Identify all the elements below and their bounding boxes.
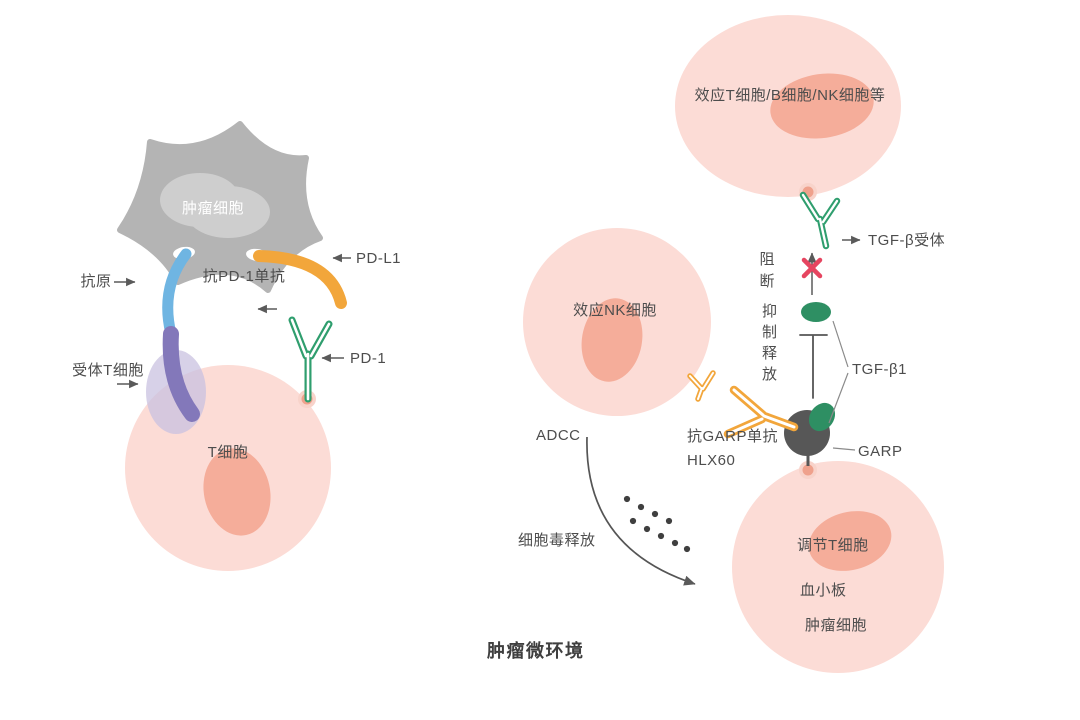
anti-pd1-antibody-icon	[288, 316, 333, 403]
inhibit-release-label: 抑制释放	[761, 303, 777, 383]
tumor-nucleus	[160, 173, 270, 238]
tgfb1-free-icon	[801, 302, 831, 322]
pd1-label: PD-1	[350, 350, 387, 367]
garp-label: GARP	[858, 443, 903, 460]
tgfb-receptor-label: TGF-β受体	[868, 232, 946, 249]
garp-complex-icon	[784, 402, 836, 466]
anti-garp-antibody-small-icon	[687, 370, 716, 402]
adcc-arrow	[586, 436, 696, 586]
tcr-purple-arc	[162, 326, 200, 422]
effector-cells-shape	[675, 15, 901, 201]
platelet-label: 血小板	[800, 582, 847, 599]
receptor-t-cell-label: 受体T细胞	[72, 362, 144, 379]
block-x-icon	[801, 257, 823, 279]
inhibition-tbar	[799, 334, 828, 399]
tumor-cell-label: 肿瘤细胞	[181, 200, 245, 217]
pdl1-label: PD-L1	[356, 250, 402, 267]
anti-garp-label: 抗GARP单抗	[687, 428, 779, 445]
tumor-cell-bottom-label: 肿瘤细胞	[805, 617, 868, 634]
adcc-label: ADCC	[536, 427, 581, 444]
antigen-label: 抗原	[80, 273, 112, 290]
block-label: 阻断	[759, 251, 775, 290]
tumor-microenvironment-label: 肿瘤微环境	[487, 641, 585, 661]
tgfb-receptor-icon	[799, 191, 841, 250]
antigen-blue-arc	[162, 248, 192, 340]
anti-garp-antibody-icon	[723, 385, 799, 439]
hlx60-label: HLX60	[687, 452, 736, 469]
left-pointer-arrows	[114, 253, 351, 389]
cytotoxin-granules	[623, 495, 691, 553]
effector-nk-label: 效应NK细胞	[573, 302, 657, 319]
treg-cell-shape	[732, 461, 944, 673]
tgfb1-label: TGF-β1	[852, 361, 907, 378]
effector-cells-label: 效应T细胞/B细胞/NK细胞等	[694, 87, 886, 104]
connector-lines	[828, 320, 856, 451]
effector-nk-cell-shape	[523, 228, 711, 416]
regulatory-t-cell-label: 调节T细胞	[797, 537, 869, 554]
cytotoxin-release-label: 细胞毒释放	[518, 532, 596, 549]
pdl1-orange-arc	[253, 250, 347, 309]
t-cell-label: T细胞	[207, 444, 249, 461]
anti-pd1-label: 抗PD-1单抗	[202, 268, 286, 285]
